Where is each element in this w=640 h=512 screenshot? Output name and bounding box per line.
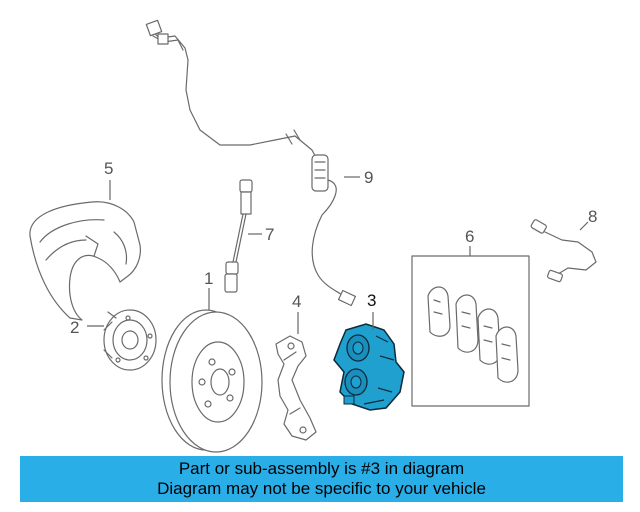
leader-8 [579,221,589,231]
brake-rotor[interactable] [161,309,263,453]
callout-pad-sensor: 8 [588,207,597,226]
wheel-speed-sensor[interactable] [145,19,357,307]
parts-diagram: 1 2 3 4 5 6 7 8 9 [29,19,597,453]
callout-caliper: 3 [367,291,376,310]
callout-shield: 5 [104,159,113,178]
banner-line-2: Diagram may not be specific to your vehi… [157,479,486,498]
splash-shield[interactable] [29,201,141,321]
callout-hose: 7 [265,225,274,244]
callout-hub: 2 [70,318,79,337]
callout-pads: 6 [465,227,474,246]
caliper-bracket[interactable] [275,335,317,441]
callout-bracket: 4 [292,292,301,311]
wheel-hub[interactable] [103,309,157,371]
callout-speed-sensor: 9 [364,168,373,187]
banner-line-1: Part or sub-assembly is #3 in diagram [178,459,465,478]
brake-caliper[interactable] [333,323,405,411]
brake-pad-set[interactable] [411,255,530,407]
pad-wear-sensor[interactable] [530,219,597,283]
info-banner: Part or sub-assembly is #3 in diagram Di… [20,456,623,502]
callout-rotor: 1 [204,269,213,288]
brake-hose[interactable] [224,179,253,293]
